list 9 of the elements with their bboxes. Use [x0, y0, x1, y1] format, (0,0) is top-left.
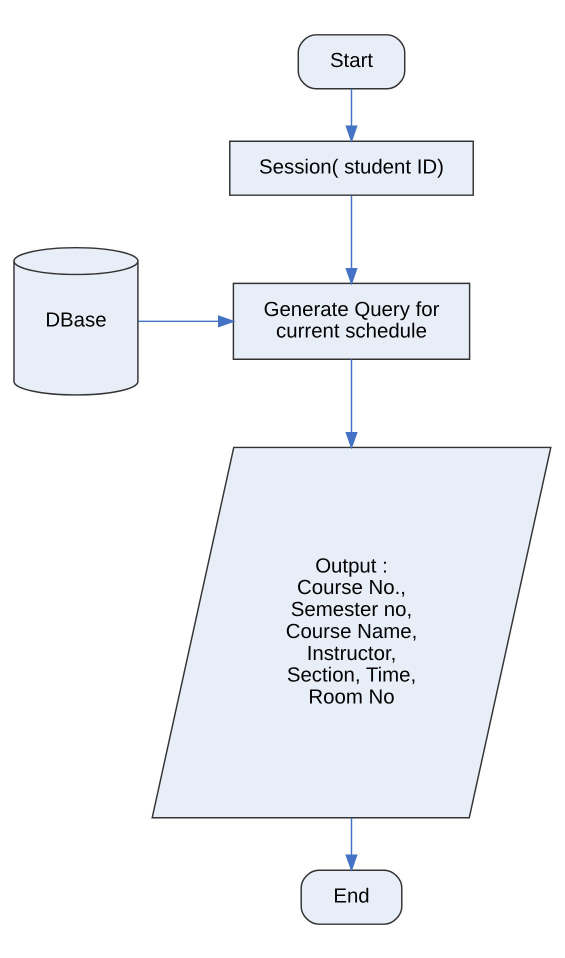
node-box: Start — [298, 34, 406, 89]
arrow — [345, 195, 358, 286]
node-box: Generate Query for current schedule — [232, 282, 470, 360]
arrow — [138, 314, 236, 327]
arrow — [345, 358, 358, 450]
node-box: End — [300, 869, 403, 924]
arrow — [345, 817, 358, 872]
arrow — [345, 88, 358, 142]
node-box: Session( student ID) — [229, 140, 474, 196]
